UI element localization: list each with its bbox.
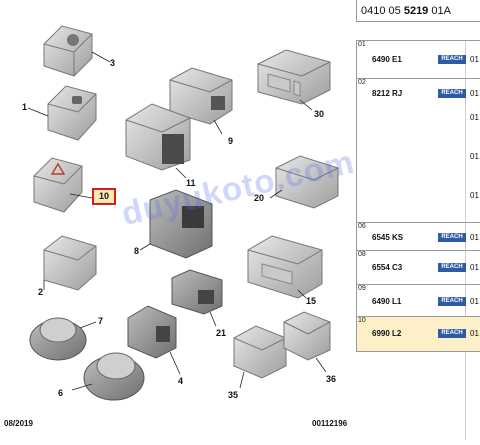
part-reference: 6490 E1: [372, 55, 402, 64]
park-off-switch-icon: [162, 134, 184, 164]
part-reference: 6554 C3: [372, 263, 403, 272]
quantity: 01: [470, 152, 479, 161]
part-reference: 6490 L1: [372, 297, 402, 306]
part-7-knob: [29, 317, 97, 361]
hazard-triangle-icon: [50, 162, 66, 175]
part-35-switch: [233, 325, 287, 389]
callout-35: 35: [228, 390, 239, 400]
callout-8: 8: [134, 246, 140, 256]
row-index: 08: [358, 251, 366, 258]
reach-badge: REACH: [438, 233, 466, 242]
footer-code: 00112196: [312, 419, 348, 428]
reach-badge: REACH: [438, 263, 466, 272]
callout-3: 3: [110, 58, 116, 68]
part-15-switch: [247, 235, 323, 299]
catalog-reference: 0410 05 5219 01A: [356, 0, 480, 22]
quantity: 01: [470, 233, 479, 242]
part-reference: 6545 KS: [372, 233, 404, 242]
row-index: 10: [358, 317, 366, 324]
parts-list: 01 6490 E1 REACH 01 02 8212 RJ REACH 01 …: [356, 40, 480, 440]
part-reference: 8212 RJ: [372, 89, 403, 98]
callout-20: 20: [254, 193, 265, 203]
reach-badge: REACH: [438, 297, 466, 306]
callout-10-highlight: 10: [92, 188, 116, 205]
part-20-switch: [269, 155, 339, 209]
reach-badge: REACH: [438, 329, 466, 338]
callout-15: 15: [306, 296, 317, 306]
row-index: 06: [358, 223, 366, 230]
parts-drawing: [27, 25, 339, 401]
quantity: 01: [470, 263, 479, 272]
ref-prefix: 0410 05: [361, 5, 401, 17]
part-21-relay: [171, 269, 223, 327]
part-4-switch: [127, 305, 181, 375]
callout-30: 30: [314, 109, 325, 119]
part-9-switch: [169, 67, 233, 135]
part-2-switch: [43, 235, 97, 291]
callout-6: 6: [58, 388, 64, 398]
part-3-switch: [43, 25, 111, 77]
quantity: 01: [470, 297, 479, 306]
part-row[interactable]: 02 8212 RJ REACH 01 01 01 01: [356, 78, 480, 222]
footer-date: 08/2019: [4, 419, 33, 428]
reach-badge: REACH: [438, 89, 466, 98]
callout-21: 21: [216, 328, 227, 338]
part-10-switch: [33, 157, 93, 213]
parts-diagram: 3 1 10 2 7 6 9 11 8 21 4 30 20 15 35 36 …: [4, 25, 358, 428]
part-row[interactable]: 01 6490 E1 REACH 01: [356, 40, 480, 78]
part-8-connector: [139, 189, 213, 259]
callout-9: 9: [228, 136, 234, 146]
part-row-selected[interactable]: 10 6990 L2 REACH 01: [356, 316, 480, 352]
quantity: 01: [470, 329, 479, 338]
quantity: 01: [470, 89, 479, 98]
part-row[interactable]: 06 6545 KS REACH 01: [356, 222, 480, 250]
quantity: 01: [470, 113, 479, 122]
part-row[interactable]: 09 6490 L1 REACH 01: [356, 284, 480, 316]
part-row[interactable]: 08 6554 C3 REACH 01: [356, 250, 480, 284]
part-30-switch: [257, 49, 331, 111]
row-index: 09: [358, 285, 366, 292]
part-reference: 6990 L2: [372, 329, 402, 338]
lock-switch-icon: [72, 96, 82, 104]
row-index: 01: [358, 41, 366, 48]
quantity: 01: [470, 191, 479, 200]
part-11-switch: [125, 103, 191, 179]
callout-4: 4: [178, 376, 184, 386]
callout-2: 2: [38, 287, 44, 297]
no-parking-sensor-icon: [211, 96, 225, 110]
part-36-switch: [283, 311, 331, 373]
ref-bold: 5219: [403, 5, 429, 17]
part-1-switch: [27, 85, 97, 141]
part-6-knob: [71, 352, 145, 401]
reach-badge: REACH: [438, 55, 466, 64]
camera-switch-icon: [67, 34, 79, 46]
ref-suffix: 01A: [431, 5, 451, 17]
callout-7: 7: [98, 316, 104, 326]
callout-11: 11: [186, 178, 196, 188]
quantity: 01: [470, 55, 479, 64]
callout-1: 1: [22, 102, 28, 112]
callout-36: 36: [326, 374, 337, 384]
row-index: 02: [358, 79, 366, 86]
